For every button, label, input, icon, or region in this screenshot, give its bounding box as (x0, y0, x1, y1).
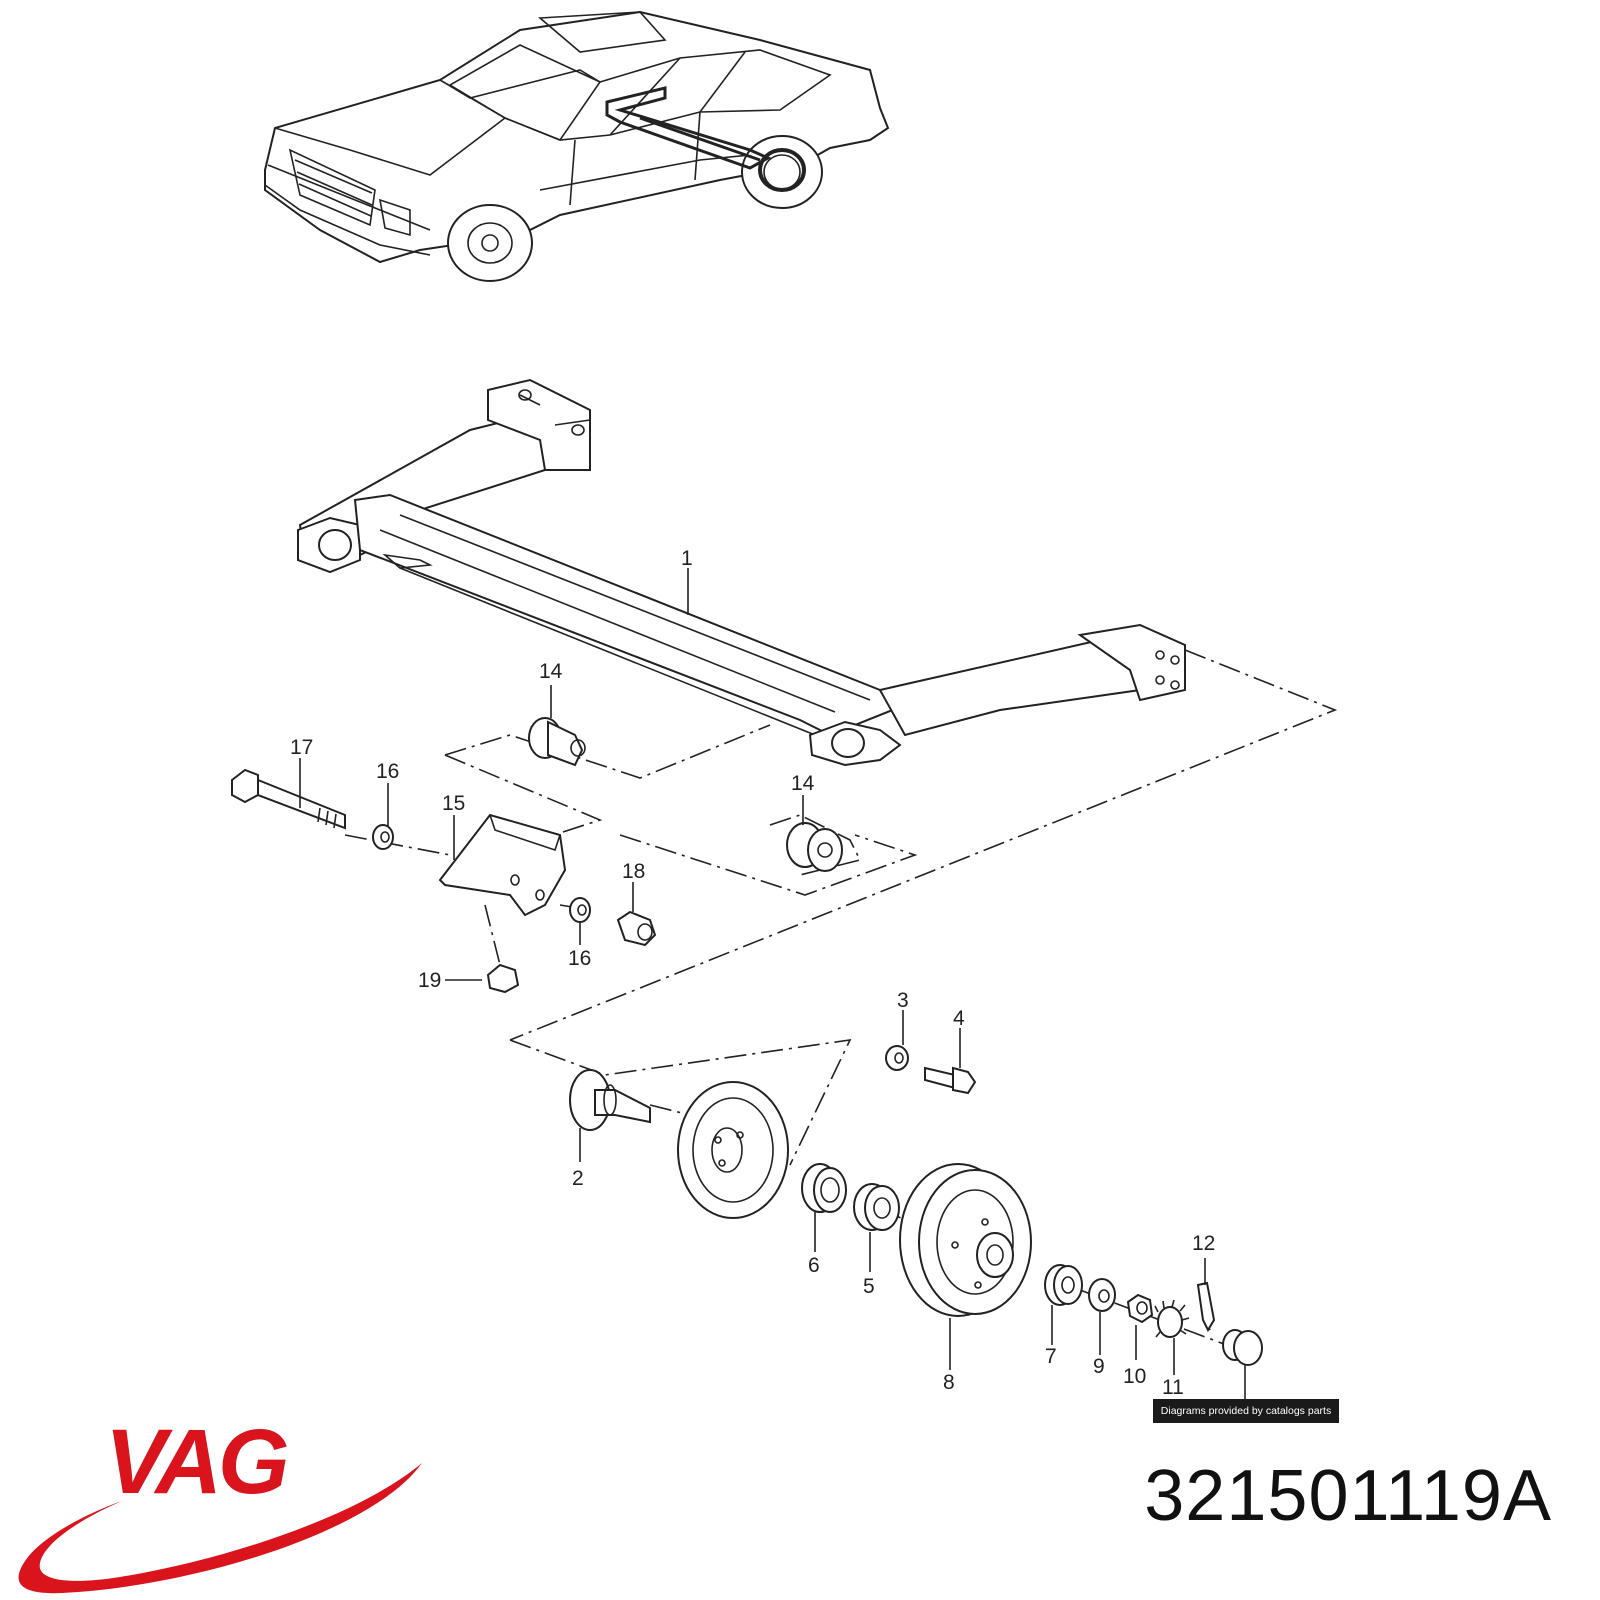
thrust-washer (1088, 1278, 1116, 1312)
callout-7: 7 (1045, 1345, 1057, 1368)
diagram-credit: Diagrams provided by catalogs parts (1153, 1399, 1339, 1423)
mounting-bracket (438, 813, 567, 917)
long-bolt (231, 768, 346, 830)
hex-nut (616, 910, 657, 947)
small-washer (885, 1045, 909, 1071)
callout-9: 9 (1093, 1355, 1105, 1378)
callout-3: 3 (897, 989, 909, 1012)
callout-16-upper: 16 (376, 760, 399, 783)
leader-lines (299, 568, 1246, 1400)
callout-19: 19 (418, 969, 441, 992)
clip-nut (486, 963, 520, 994)
callout-6: 6 (808, 1254, 820, 1277)
rear-axle-beam (297, 378, 1186, 767)
callout-5: 5 (863, 1275, 875, 1298)
part-number: 321501119A (1144, 1456, 1552, 1536)
axle-nut (1126, 1293, 1154, 1324)
callout-14-lower: 14 (791, 772, 815, 795)
callout-18: 18 (622, 860, 645, 883)
callout-14-upper: 14 (539, 660, 563, 683)
callout-17: 17 (290, 736, 313, 759)
backing-plate (677, 1081, 789, 1219)
callout-15: 15 (442, 792, 465, 815)
bushing-upper (528, 717, 586, 767)
hex-bolt (924, 1066, 977, 1095)
brand-name: VAG (105, 1415, 287, 1513)
callout-4: 4 (953, 1007, 965, 1030)
callout-10: 10 (1123, 1365, 1146, 1388)
callout-1: 1 (681, 547, 693, 570)
callout-12: 12 (1192, 1232, 1215, 1255)
washer-lower (569, 897, 591, 923)
callout-labels: 1 2 3 4 5 6 7 8 9 10 11 12 14 14 15 16 1… (290, 547, 1215, 1399)
washer-upper (372, 824, 394, 850)
small-parts (231, 717, 843, 994)
hub-drum-assembly (569, 1045, 1263, 1366)
car-illustration (264, 10, 890, 282)
vag-logo: VAG (18, 1415, 423, 1594)
callout-16-lower: 16 (568, 947, 591, 970)
cotter-pin (1196, 1281, 1216, 1333)
callout-8: 8 (943, 1371, 955, 1394)
dust-cap (1222, 1329, 1263, 1366)
callout-11: 11 (1162, 1376, 1184, 1399)
logo-swoosh (18, 1463, 423, 1594)
callout-2: 2 (572, 1167, 584, 1190)
stub-axle (569, 1069, 651, 1131)
brake-drum (899, 1163, 1032, 1317)
bushing-lower (786, 822, 843, 872)
castle-lock (1154, 1299, 1190, 1338)
